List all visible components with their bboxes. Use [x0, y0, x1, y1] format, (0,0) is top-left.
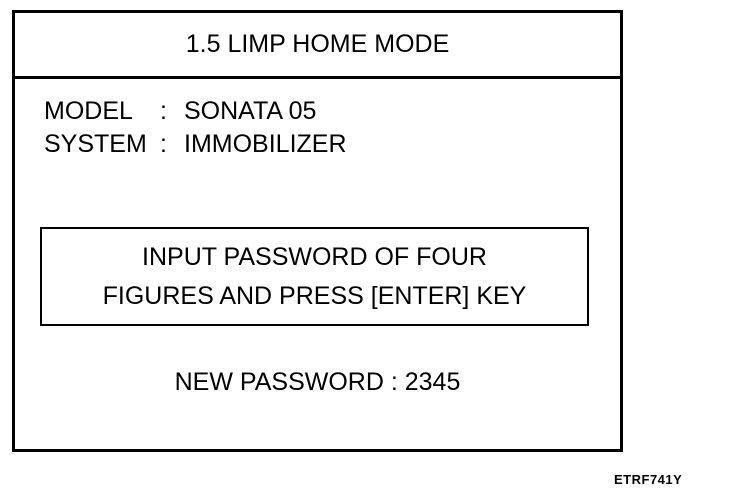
- model-value: SONATA 05: [184, 97, 317, 125]
- prompt-line-1: INPUT PASSWORD OF FOUR: [142, 242, 487, 271]
- system-separator: :: [160, 130, 167, 158]
- password-prompt: INPUT PASSWORD OF FOUR FIGURES AND PRESS…: [40, 227, 589, 326]
- screen-title: 1.5 LIMP HOME MODE: [15, 13, 620, 79]
- model-separator: :: [160, 97, 167, 125]
- system-value: IMMOBILIZER: [184, 130, 347, 158]
- system-label: SYSTEM: [44, 130, 147, 158]
- new-password-label: NEW PASSWORD :: [174, 368, 405, 396]
- vehicle-info: MODEL: SONATA 05 SYSTEM: IMMOBILIZER: [44, 95, 347, 161]
- model-label: MODEL: [44, 97, 133, 125]
- system-row: SYSTEM: IMMOBILIZER: [44, 128, 347, 161]
- prompt-line-2: FIGURES AND PRESS [ENTER] KEY: [102, 281, 527, 310]
- new-password-field[interactable]: NEW PASSWORD : 2345: [15, 368, 620, 397]
- new-password-value[interactable]: 2345: [404, 368, 461, 396]
- figure-code: ETRF741Y: [614, 472, 683, 487]
- model-row: MODEL: SONATA 05: [44, 95, 347, 128]
- scanner-screen: 1.5 LIMP HOME MODE MODEL: SONATA 05 SYSTE…: [12, 10, 623, 452]
